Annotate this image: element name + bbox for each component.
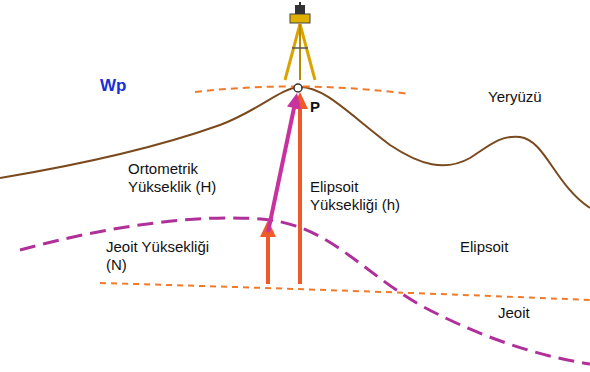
ellipsoid-height-arrow [292,92,308,284]
surface-label: Yeryüzü [488,88,542,106]
surface-label: Elipsoit [460,238,508,256]
surface-label: Jeoit [498,304,530,322]
height-label: Ortometrik Yükseklik (H) [128,160,240,196]
point-label: P [310,98,320,116]
potential-label: Wp [100,76,126,96]
height-label: Jeoit Yüksekliği (N) [106,238,218,274]
point-marker [294,84,302,92]
tripod-symbol [285,2,315,80]
earth-surface [0,87,590,208]
geoid-line [20,218,590,364]
height-label: Elipsoit Yüksekliği (h) [310,178,425,214]
ellipsoid-line [100,283,590,300]
orthometric-height-arrow [268,93,301,232]
